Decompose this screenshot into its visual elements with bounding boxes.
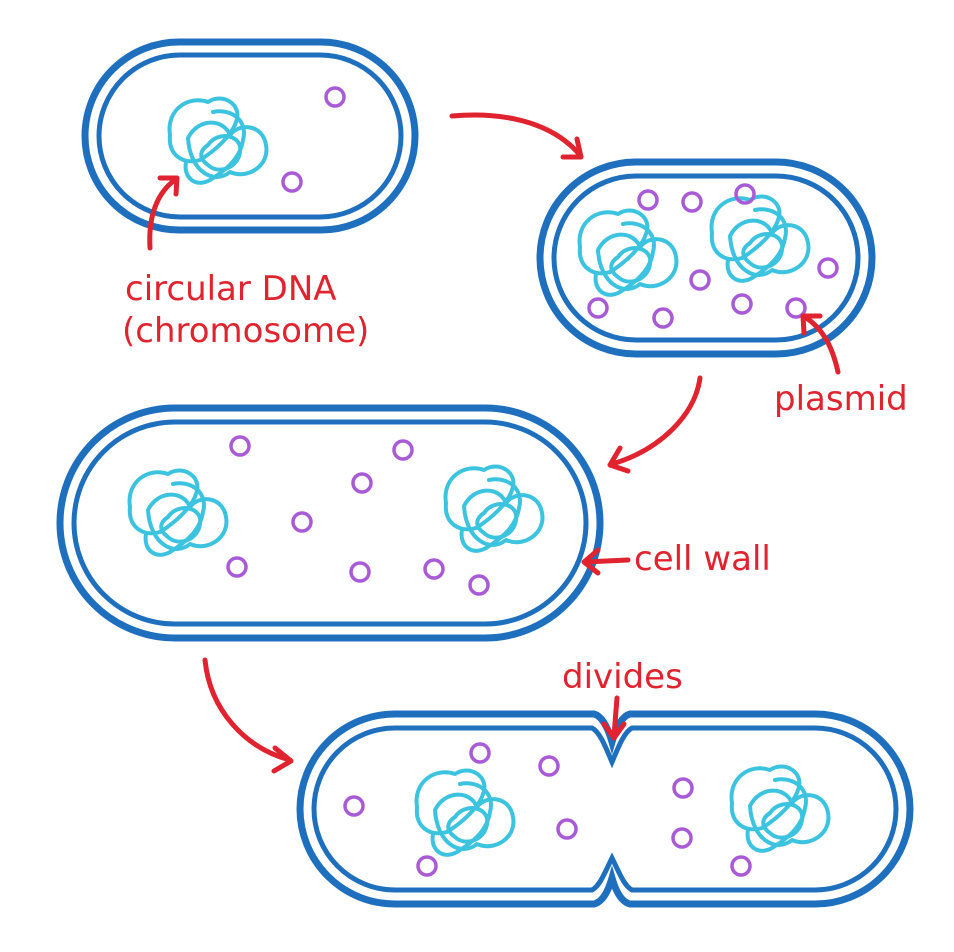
plasmid (730, 855, 752, 877)
process-arrow-1 (449, 112, 584, 160)
cell-wall (296, 710, 914, 908)
chromosome (729, 764, 831, 853)
plasmid (681, 191, 703, 213)
plasmid (423, 558, 445, 580)
chromosome (414, 768, 516, 857)
label-circular-dna: circular DNA (125, 269, 337, 309)
chromosome (709, 194, 811, 283)
plasmid (671, 827, 693, 849)
plasmid (416, 855, 438, 877)
plasmid (392, 439, 414, 461)
process-arrow-2 (607, 375, 703, 474)
cell-stage-2 (536, 158, 876, 358)
plasmid (468, 574, 490, 596)
plasmid (785, 297, 807, 319)
label-plasmid: plasmid (774, 379, 908, 419)
plasmid (349, 561, 371, 583)
chromosome (577, 208, 679, 297)
plasmid (229, 435, 251, 457)
chromosome (127, 468, 229, 557)
cell-wall (536, 158, 876, 358)
plasmid (351, 472, 373, 494)
plasmid (734, 183, 756, 205)
plasmid (343, 795, 365, 817)
chromosome (167, 96, 269, 185)
plasmid (556, 818, 578, 840)
plasmid (281, 171, 303, 193)
plasmid (652, 307, 674, 329)
cell-membrane (96, 52, 404, 220)
plasmid (538, 755, 560, 777)
plasmid (226, 556, 248, 578)
label-cell-wall: cell wall (634, 539, 771, 579)
cell-wall (56, 404, 604, 642)
cell-membrane (551, 173, 861, 343)
plasmid (637, 189, 659, 211)
cell-wall-pointer-arrow (581, 547, 631, 576)
label-divides: divides (562, 657, 683, 697)
divides-pointer-arrow (601, 695, 627, 741)
dna-pointer-arrow (147, 175, 180, 251)
plasmid (817, 257, 839, 279)
cell-membrane (71, 419, 589, 627)
plasmid (324, 86, 346, 108)
plasmid (731, 293, 753, 315)
cell-stage-4 (296, 710, 914, 908)
cell-wall (81, 38, 419, 234)
cell-membrane (311, 725, 899, 893)
plasmid (587, 297, 609, 319)
label-chromosome: (chromosome) (122, 311, 369, 351)
plasmid (689, 269, 711, 291)
cell-stage-1 (81, 38, 419, 234)
plasmid (672, 777, 694, 799)
chromosome (443, 464, 545, 553)
cell-stage-3 (56, 404, 604, 642)
plasmid (469, 742, 491, 764)
process-arrow-3 (202, 657, 294, 774)
plasmid-pointer-arrow (800, 313, 841, 375)
plasmid (291, 511, 313, 533)
